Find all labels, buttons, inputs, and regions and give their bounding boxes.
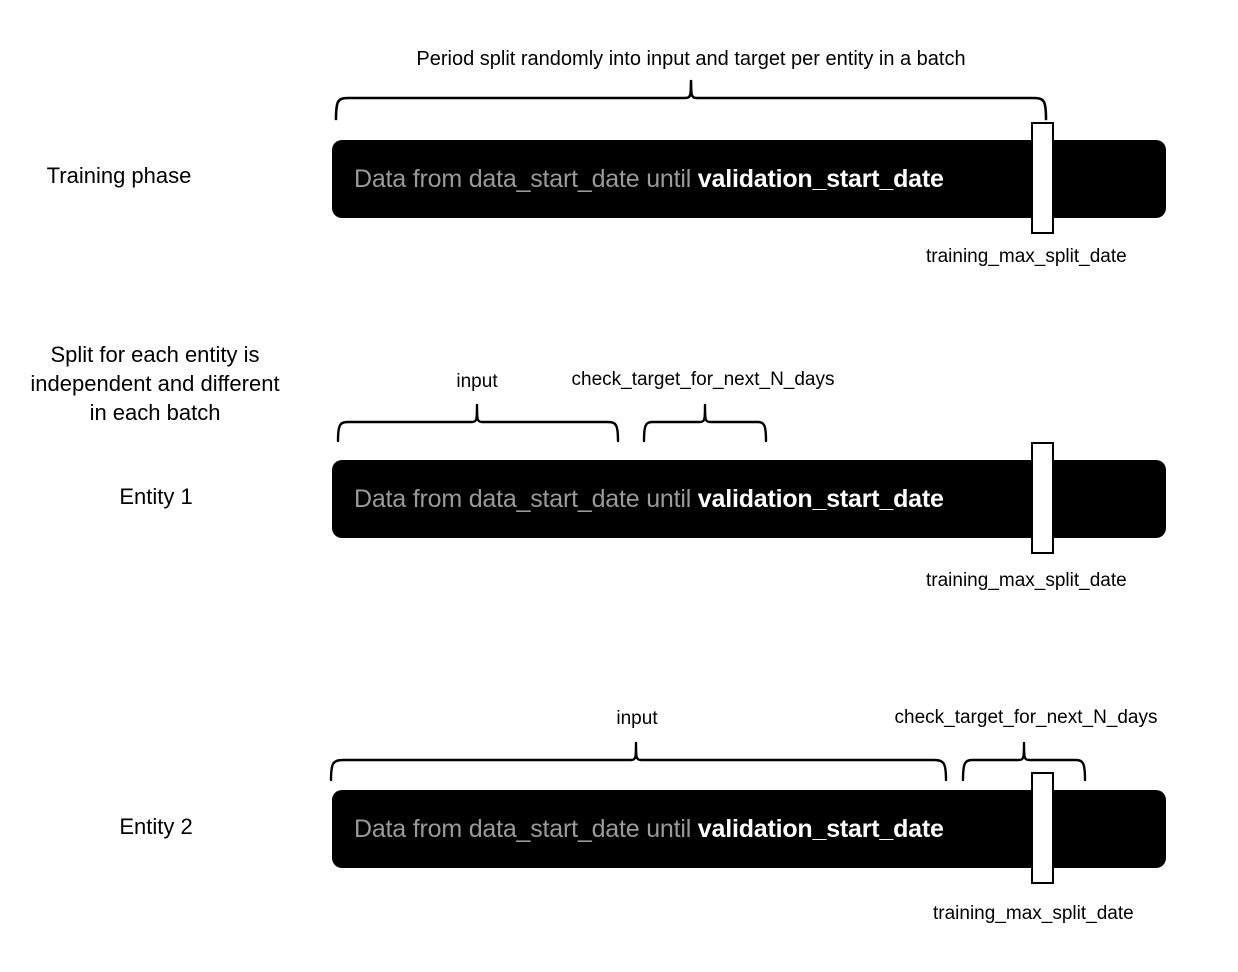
bar-text-emphasis: validation_start_date <box>697 484 944 513</box>
split-marker-entity-1 <box>1031 442 1054 554</box>
entity1-target-label: check_target_for_next_N_days <box>571 369 835 390</box>
row-label-training-phase: Training phase <box>46 163 192 188</box>
entity2-target-brace <box>960 739 1090 783</box>
marker-caption-training-phase: training_max_split_date <box>926 246 1127 267</box>
marker-caption-entity-1: training_max_split_date <box>926 570 1127 591</box>
entity1-input-brace <box>335 400 623 444</box>
period-split-brace <box>333 78 1049 122</box>
bar-text-prefix: Data from data_start_date until <box>354 814 698 843</box>
timeline-bar-text: Data from data_start_date until validati… <box>332 485 944 514</box>
side-note-split-independence: Split for each entity is independent and… <box>24 340 286 427</box>
side-note-line-2: independent and different <box>30 371 280 397</box>
split-marker-entity-2 <box>1031 772 1054 884</box>
timeline-bar-entity-2: Data from data_start_date until validati… <box>332 790 1166 868</box>
period-split-caption: Period split randomly into input and tar… <box>416 48 966 70</box>
bar-text-emphasis: validation_start_date <box>697 164 944 193</box>
timeline-bar-text: Data from data_start_date until validati… <box>332 165 944 194</box>
marker-caption-entity-2: training_max_split_date <box>933 903 1134 924</box>
split-marker-training-phase <box>1031 122 1054 234</box>
entity2-input-brace <box>328 739 954 783</box>
bar-text-emphasis: validation_start_date <box>697 814 944 843</box>
side-note-line-1: Split for each entity is <box>50 342 260 367</box>
bar-text-prefix: Data from data_start_date until <box>354 164 698 193</box>
entity1-target-brace <box>641 400 771 444</box>
timeline-bar-text: Data from data_start_date until validati… <box>332 815 944 844</box>
timeline-bar-training-phase: Data from data_start_date until validati… <box>332 140 1166 218</box>
entity1-input-label: input <box>456 371 498 392</box>
side-note-line-3: in each batch <box>89 400 221 426</box>
timeline-bar-entity-1: Data from data_start_date until validati… <box>332 460 1166 538</box>
row-label-entity-1: Entity 1 <box>119 484 193 509</box>
entity2-input-label: input <box>616 708 658 729</box>
row-label-entity-2: Entity 2 <box>119 814 193 839</box>
bar-text-prefix: Data from data_start_date until <box>354 484 698 513</box>
entity2-target-label: check_target_for_next_N_days <box>894 707 1158 728</box>
